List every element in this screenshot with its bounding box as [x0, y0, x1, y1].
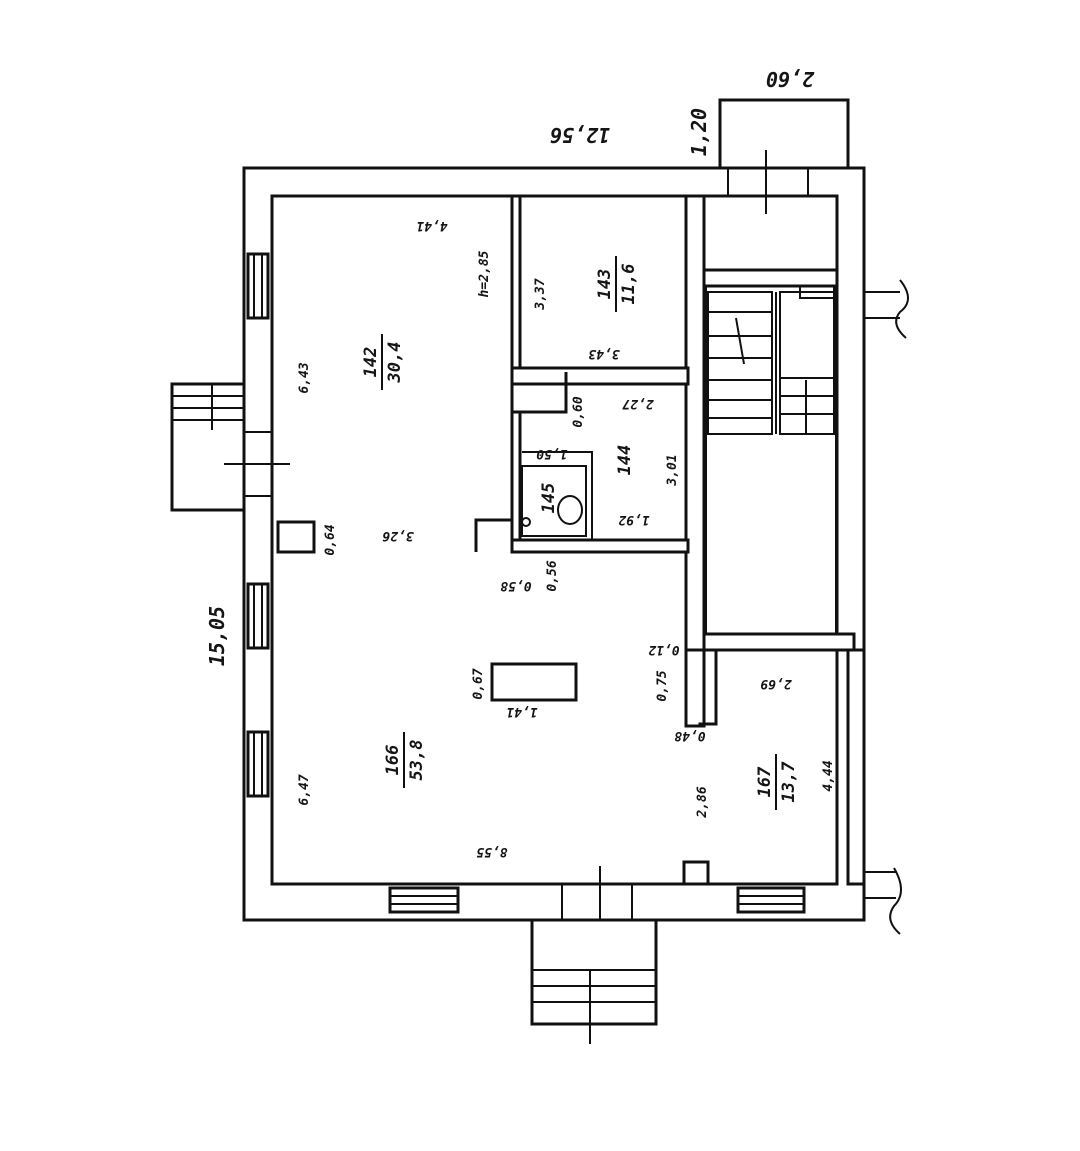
dim-label: h=2,85: [477, 250, 492, 297]
interior-walls: [474, 194, 866, 886]
dim-label: 8,55: [476, 844, 507, 859]
bottom-windows: [388, 866, 806, 932]
room-166: 166 53,8: [383, 732, 427, 788]
dim-label: 1,41: [506, 704, 537, 719]
dim-label: 0,48: [674, 728, 705, 743]
dim-label: 2,69: [760, 676, 792, 691]
dim-label: 0,75: [655, 670, 670, 701]
dim-label: 1,50: [536, 446, 567, 461]
dim-label: 3,37: [533, 278, 548, 310]
dim-label: 6,43: [297, 362, 312, 393]
dim-label: 0,60: [571, 396, 586, 427]
svg-text:53,8: 53,8: [407, 740, 427, 781]
dimension-labels: 4,41 6,43 h=2,85 3,37 3,43 0,60 2,27 1,5…: [297, 218, 836, 859]
overall-height: 15,05: [205, 606, 229, 666]
svg-text:143: 143: [595, 269, 615, 300]
column: [490, 662, 578, 702]
dim-label: 0,67: [471, 668, 486, 699]
room-145: 145: [539, 483, 559, 514]
left-windows: [246, 252, 270, 798]
svg-text:30,4: 30,4: [385, 342, 405, 384]
porch-depth: 1,20: [687, 108, 711, 156]
dim-label: 3,43: [588, 346, 620, 361]
bottom-steps: [530, 918, 658, 1044]
niche: [276, 520, 316, 554]
porch-width: 2,60: [766, 67, 815, 91]
svg-text:167: 167: [755, 766, 775, 797]
top-porch: [718, 98, 850, 214]
niche-bottom: [682, 860, 710, 886]
dim-label: 3,01: [665, 454, 680, 486]
room-142: 142 30,4: [361, 334, 405, 390]
svg-text:11,6: 11,6: [619, 264, 639, 305]
dim-label: 1,92: [618, 512, 649, 527]
dim-label: 3,26: [382, 528, 414, 543]
dim-label: 0,56: [545, 560, 560, 591]
svg-text:142: 142: [361, 347, 381, 378]
svg-text:166: 166: [383, 745, 403, 776]
staircase: [707, 285, 835, 435]
overall-width: 12,56: [550, 123, 610, 147]
dim-label: 6,47: [297, 774, 312, 805]
room-167: 167 13,7: [755, 754, 799, 810]
room-144: 144: [615, 445, 635, 476]
dim-label: 0,12: [648, 642, 679, 657]
dim-label: 2,27: [622, 396, 654, 411]
svg-text:13,7: 13,7: [779, 761, 799, 803]
break-lines: [864, 279, 909, 935]
left-steps: [170, 382, 290, 512]
dim-label: 4,44: [821, 760, 836, 791]
room-143: 143 11,6: [595, 256, 639, 312]
dim-label: 4,41: [416, 218, 447, 233]
dim-label: 0,64: [323, 524, 338, 555]
dim-label: 2,86: [695, 786, 710, 818]
dim-label: 0,58: [500, 578, 531, 593]
